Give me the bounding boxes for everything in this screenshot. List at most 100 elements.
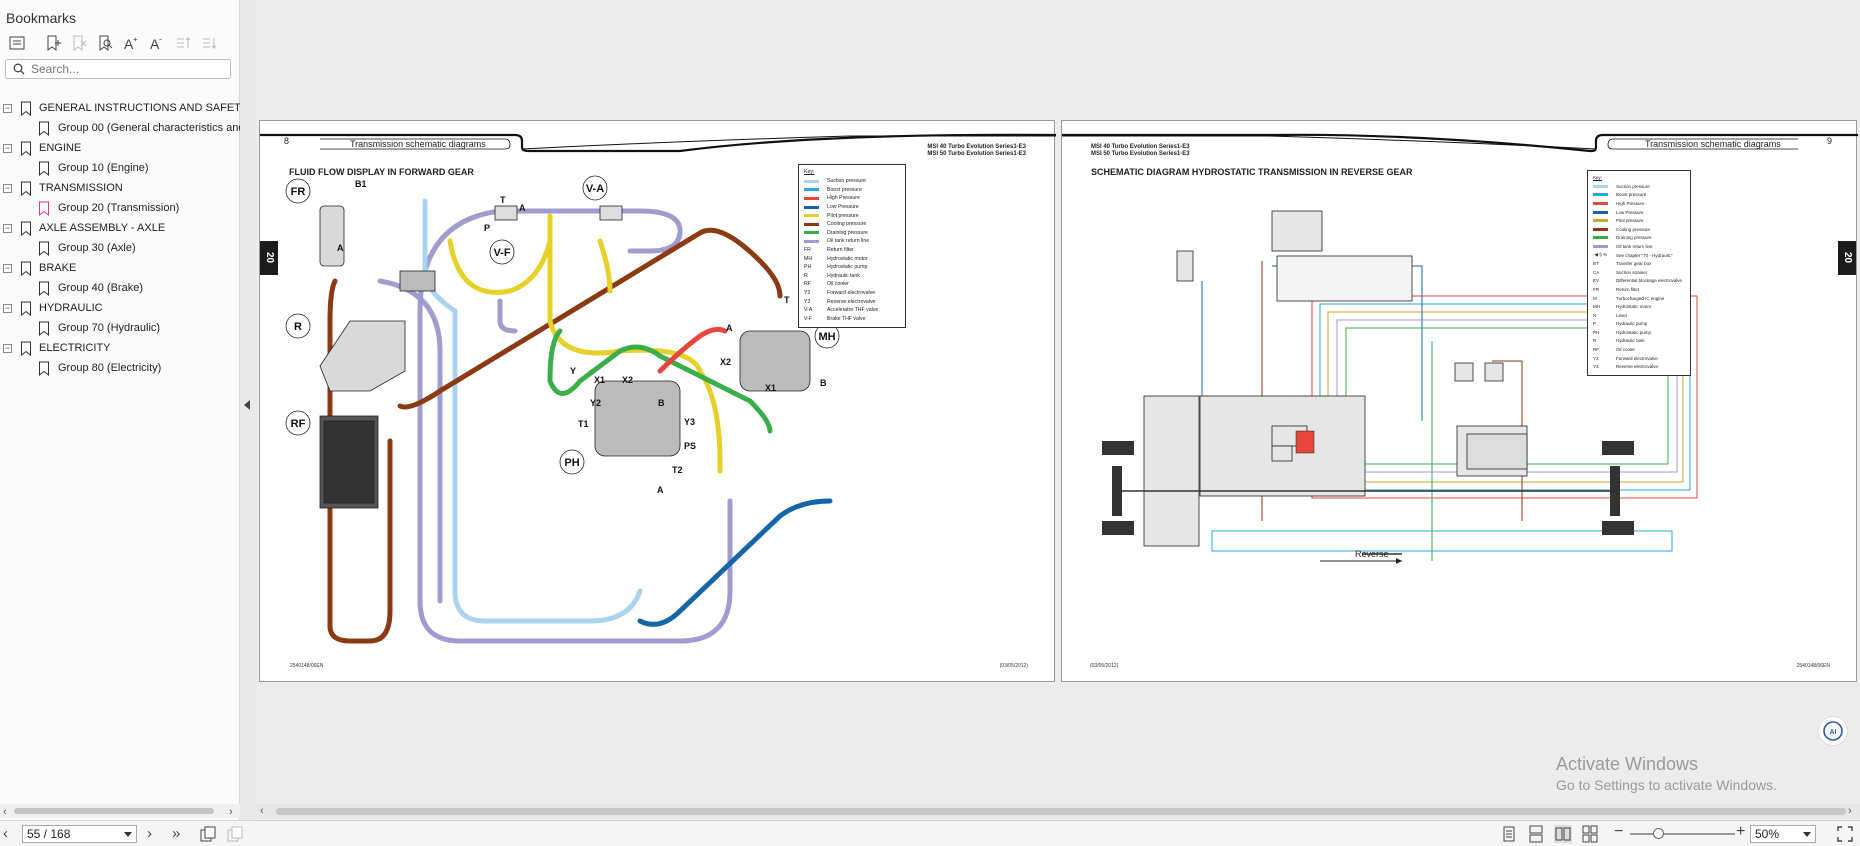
legend-row: Draining pressure: [1593, 234, 1685, 243]
bookmark-chapter[interactable]: −ELECTRICITY: [0, 338, 240, 358]
increase-text-icon[interactable]: A+: [118, 32, 144, 54]
document-horizontal-scrollbar[interactable]: ‹ ›: [256, 804, 1860, 818]
move-up-icon[interactable]: [170, 32, 196, 54]
copy-page-icon[interactable]: [199, 825, 217, 843]
scroll-right-icon[interactable]: ›: [1848, 805, 1852, 817]
bookmark-label: Group 00 (General characteristics and sa…: [58, 122, 240, 134]
collapse-toggle-icon[interactable]: −: [3, 342, 12, 353]
bookmark-chapter[interactable]: − HYDRAULIC: [0, 298, 240, 318]
previous-page-icon[interactable]: ‹: [3, 825, 8, 842]
bookmark-group[interactable]: Group 00 (General characteristics and sa…: [0, 118, 240, 138]
legend-abbreviation: EV: [1593, 278, 1600, 284]
move-down-icon[interactable]: [196, 32, 222, 54]
legend-row: Cooling pressure: [1593, 225, 1685, 234]
bookmark-group[interactable]: Group 40 (Brake): [0, 278, 240, 298]
model-line-1: MSI 40 Turbo Evolution Series1-E3: [1091, 144, 1190, 150]
legend-row: Cooling pressure: [804, 220, 900, 229]
last-page-icon[interactable]: »: [172, 825, 181, 842]
scroll-left-icon[interactable]: ‹: [3, 806, 7, 818]
facing-view-icon[interactable]: [1554, 825, 1572, 843]
callout-label: Y2: [590, 398, 601, 408]
bookmark-label: HYDRAULIC: [39, 302, 103, 314]
single-page-view-icon[interactable]: [1500, 825, 1518, 843]
callout-label: X2: [720, 357, 731, 367]
callout-label: T: [500, 195, 506, 205]
bookmark-icon: [21, 181, 31, 196]
collapse-toggle-icon[interactable]: −: [3, 302, 12, 313]
expand-all-icon[interactable]: [4, 32, 30, 54]
zoom-in-icon[interactable]: +: [1736, 823, 1746, 840]
collapse-arrow-icon: [244, 400, 250, 410]
zoom-out-icon[interactable]: −: [1614, 823, 1624, 840]
bookmark-label: Group 70 (Hydraulic): [58, 322, 161, 334]
legend-abbreviation: Y2: [1593, 355, 1599, 361]
fullscreen-icon[interactable]: [1836, 825, 1854, 843]
scrollbar-thumb[interactable]: [276, 808, 1846, 815]
find-bookmark-icon[interactable]: [92, 32, 118, 54]
svg-text:A: A: [150, 36, 160, 52]
callout-label: A: [657, 485, 664, 495]
callout-label: A: [519, 203, 526, 213]
bookmark-chapter[interactable]: −BRAKE: [0, 258, 240, 278]
legend-text: Forward electrovalve: [1616, 355, 1658, 361]
diagram-title: SCHEMATIC DIAGRAM HYDROSTATIC TRANSMISSI…: [1091, 167, 1413, 177]
next-page-icon[interactable]: ›: [147, 825, 152, 842]
collapse-toggle-icon[interactable]: −: [3, 102, 12, 113]
bookmark-group[interactable]: Group 10 (Engine): [0, 158, 240, 178]
legend-text: Low Pressure: [1616, 209, 1644, 215]
add-bookmark-icon[interactable]: [40, 32, 66, 54]
legend-text: Pilot pressure: [1616, 218, 1644, 224]
collapse-sidebar-handle[interactable]: [240, 0, 256, 820]
scroll-right-icon[interactable]: ›: [229, 806, 233, 818]
zoom-slider[interactable]: [1630, 828, 1735, 839]
paste-page-icon[interactable]: [226, 825, 244, 843]
legend-text: Suction pressure: [827, 178, 866, 185]
zoom-slider-knob[interactable]: [1653, 828, 1664, 839]
bookmark-chapter[interactable]: −ENGINE: [0, 138, 240, 158]
assistant-icon[interactable]: AI: [1818, 716, 1848, 746]
bookmark-group[interactable]: Group 30 (Axle): [0, 238, 240, 258]
page-number-select[interactable]: 55 / 168: [22, 825, 137, 843]
zoom-level-select[interactable]: 50%: [1750, 825, 1816, 843]
page-indicator: 55 / 168: [27, 827, 71, 841]
legend-swatch: [1593, 184, 1608, 188]
legend-row: Oil tank return line: [804, 237, 900, 246]
collapse-toggle-icon[interactable]: −: [3, 222, 12, 233]
callout-label: Y3: [684, 417, 695, 427]
bookmarks-toolbar: A+ A-: [4, 32, 222, 54]
delete-bookmark-icon[interactable]: [66, 32, 92, 54]
search-input[interactable]: [31, 62, 221, 76]
callout-label: A: [337, 243, 344, 253]
legend-text: High Pressure: [827, 195, 860, 202]
bookmark-chapter[interactable]: −AXLE ASSEMBLY - AXLE: [0, 218, 240, 238]
bookmark-chapter[interactable]: −TRANSMISSION: [0, 178, 240, 198]
scroll-left-icon[interactable]: ‹: [260, 805, 264, 817]
continuous-facing-view-icon[interactable]: [1581, 825, 1599, 843]
continuous-view-icon[interactable]: [1527, 825, 1545, 843]
callout-label: X2: [622, 375, 633, 385]
bookmark-group[interactable]: Group 70 (Hydraulic): [0, 318, 240, 338]
bookmark-search-box[interactable]: [5, 59, 231, 79]
bookmark-label: Group 30 (Axle): [58, 242, 136, 254]
legend-text: Suction pressure: [1616, 183, 1650, 189]
bookmark-group[interactable]: Group 20 (Transmission): [0, 198, 240, 218]
legend-row: High Pressure: [804, 194, 900, 203]
legend-abbreviation: V-A: [804, 307, 813, 314]
legend-text: Return filter: [1616, 286, 1640, 292]
collapse-toggle-icon[interactable]: −: [3, 182, 12, 193]
collapse-toggle-icon[interactable]: −: [3, 262, 12, 273]
bookmark-chapter[interactable]: −GENERAL INSTRUCTIONS AND SAFETY NOTICES: [0, 98, 240, 118]
callout-label: A: [726, 323, 733, 333]
scrollbar-thumb[interactable]: [14, 808, 214, 814]
sidebar-horizontal-scrollbar[interactable]: ‹ ›: [0, 804, 240, 818]
bookmark-group[interactable]: Group 80 (Electricity): [0, 358, 240, 378]
legend-abbreviation: RF: [1593, 347, 1599, 353]
collapse-toggle-icon[interactable]: −: [3, 142, 12, 153]
decrease-text-icon[interactable]: A-: [144, 32, 170, 54]
